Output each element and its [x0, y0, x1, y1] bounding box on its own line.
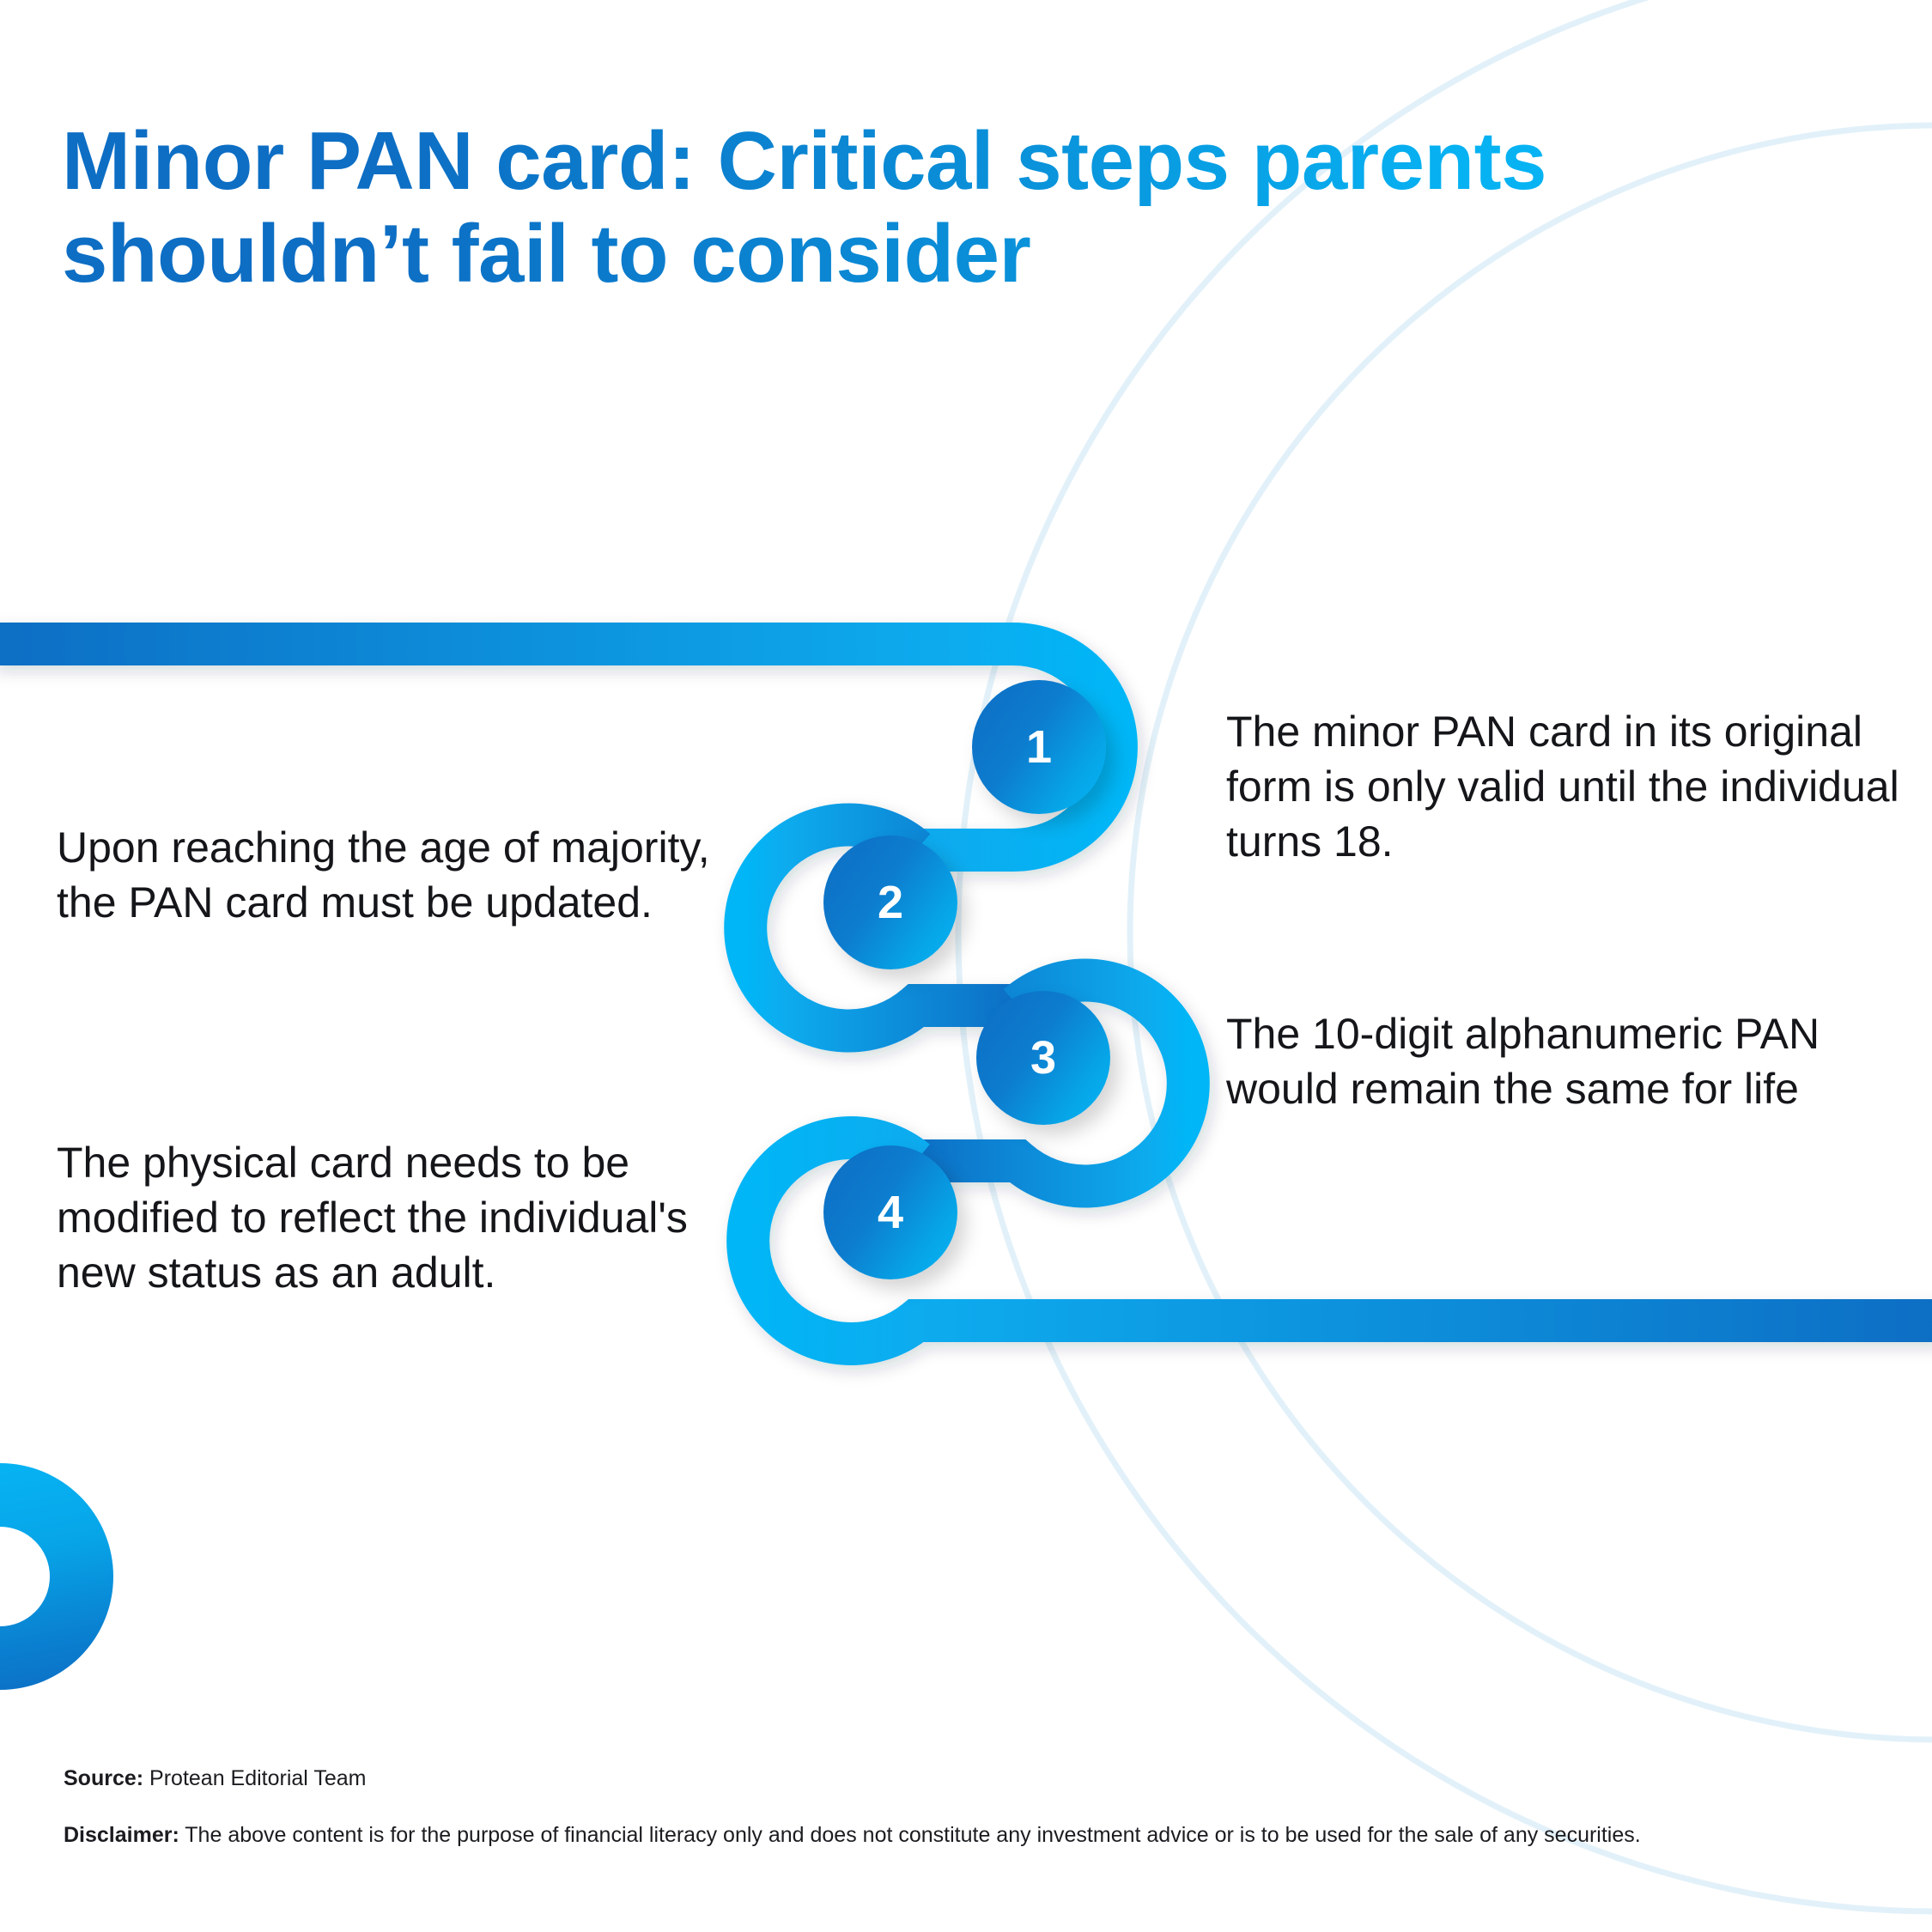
step-bullet-4[interactable]: 4: [823, 1145, 957, 1279]
disclaimer-line: Disclaimer: The above content is for the…: [64, 1820, 1875, 1851]
step-bullet-1[interactable]: 1: [972, 680, 1106, 814]
source-value: Protean Editorial Team: [143, 1766, 367, 1790]
step-number-2: 2: [877, 877, 904, 928]
step-number-3: 3: [1030, 1032, 1057, 1084]
page-title: Minor PAN card: Critical steps parents s…: [62, 115, 1848, 300]
disclaimer-label: Disclaimer:: [64, 1822, 179, 1847]
source-line: Source: Protean Editorial Team: [64, 1764, 1875, 1795]
footer: Source: Protean Editorial Team Disclaime…: [64, 1764, 1875, 1850]
step-bullet-2[interactable]: 2: [823, 835, 957, 969]
step-number-1: 1: [1025, 721, 1053, 773]
step-text-2: Upon reaching the age of majority, the P…: [57, 823, 710, 927]
step-text-3: The 10-digit alphanumeric PAN would rema…: [1226, 1010, 1820, 1113]
source-label: Source:: [64, 1766, 144, 1790]
disclaimer-value: The above content is for the purpose of …: [179, 1822, 1641, 1847]
step-number-4: 4: [877, 1187, 904, 1238]
step-bullet-3[interactable]: 3: [976, 991, 1110, 1125]
step-text-4: The physical card needs to be modified t…: [57, 1139, 688, 1297]
step-text-1: The minor PAN card in its original form …: [1226, 708, 1899, 866]
